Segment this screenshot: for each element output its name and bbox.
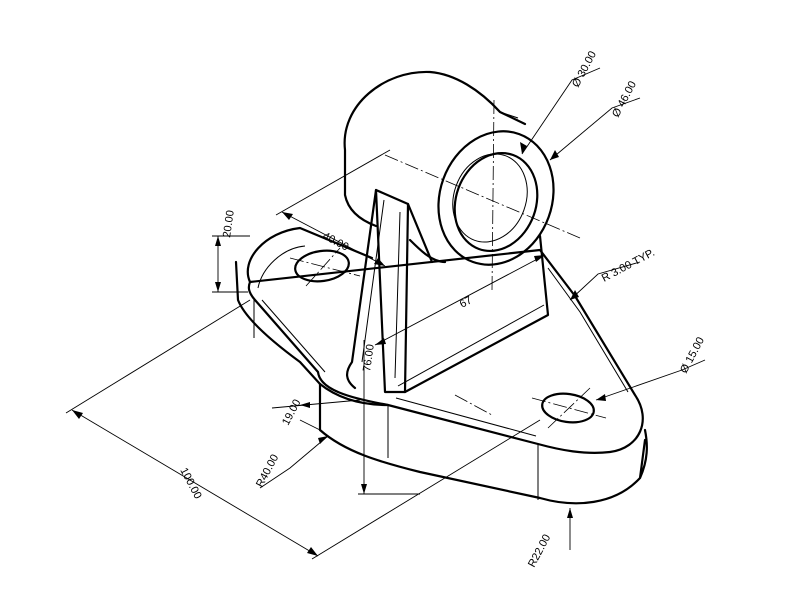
rib-right-face xyxy=(403,202,550,394)
dim-height: 76.00 xyxy=(361,343,377,372)
dim-hole-outer: Ø 46.00 xyxy=(610,79,639,119)
center-lines xyxy=(289,99,607,429)
cylinder-seam xyxy=(499,111,519,119)
dim-rib-length: 67 xyxy=(458,294,474,310)
base-axis xyxy=(454,394,493,416)
left-hole xyxy=(294,249,350,283)
right-hole xyxy=(541,392,595,424)
dim-length: 100.00 xyxy=(177,466,203,501)
cylinder-bore xyxy=(453,151,539,253)
dim-radius-right: R22.00 xyxy=(526,532,553,569)
left-hole-v xyxy=(305,247,341,287)
bore-axis xyxy=(384,154,581,239)
rib-fillet-lines xyxy=(361,199,545,387)
base-bottom-outline xyxy=(318,382,648,505)
dimension-lines xyxy=(65,67,706,560)
base-top-fillet xyxy=(257,245,629,437)
base-plate xyxy=(234,226,648,505)
dim-offset: 19.00 xyxy=(280,397,304,427)
cylinder-body xyxy=(343,70,527,264)
dim-base-thickness: 20.00 xyxy=(221,209,237,238)
dim-hole-small: Ø 15.00 xyxy=(678,335,707,375)
rib-upright xyxy=(346,188,550,394)
bore-vertical xyxy=(491,99,495,291)
right-hole-h xyxy=(531,397,607,419)
base-left-side xyxy=(234,260,322,386)
dim-radius-left: R40.00 xyxy=(254,452,281,489)
cylinder-front-outer xyxy=(437,130,555,266)
left-hole-h xyxy=(289,257,361,277)
rib-front-edge xyxy=(346,188,378,390)
right-hole-v xyxy=(547,387,591,429)
dim-fillet: R 3.00 TYP. xyxy=(600,247,657,285)
dim-hole-large: Ø 30.00 xyxy=(570,49,599,89)
